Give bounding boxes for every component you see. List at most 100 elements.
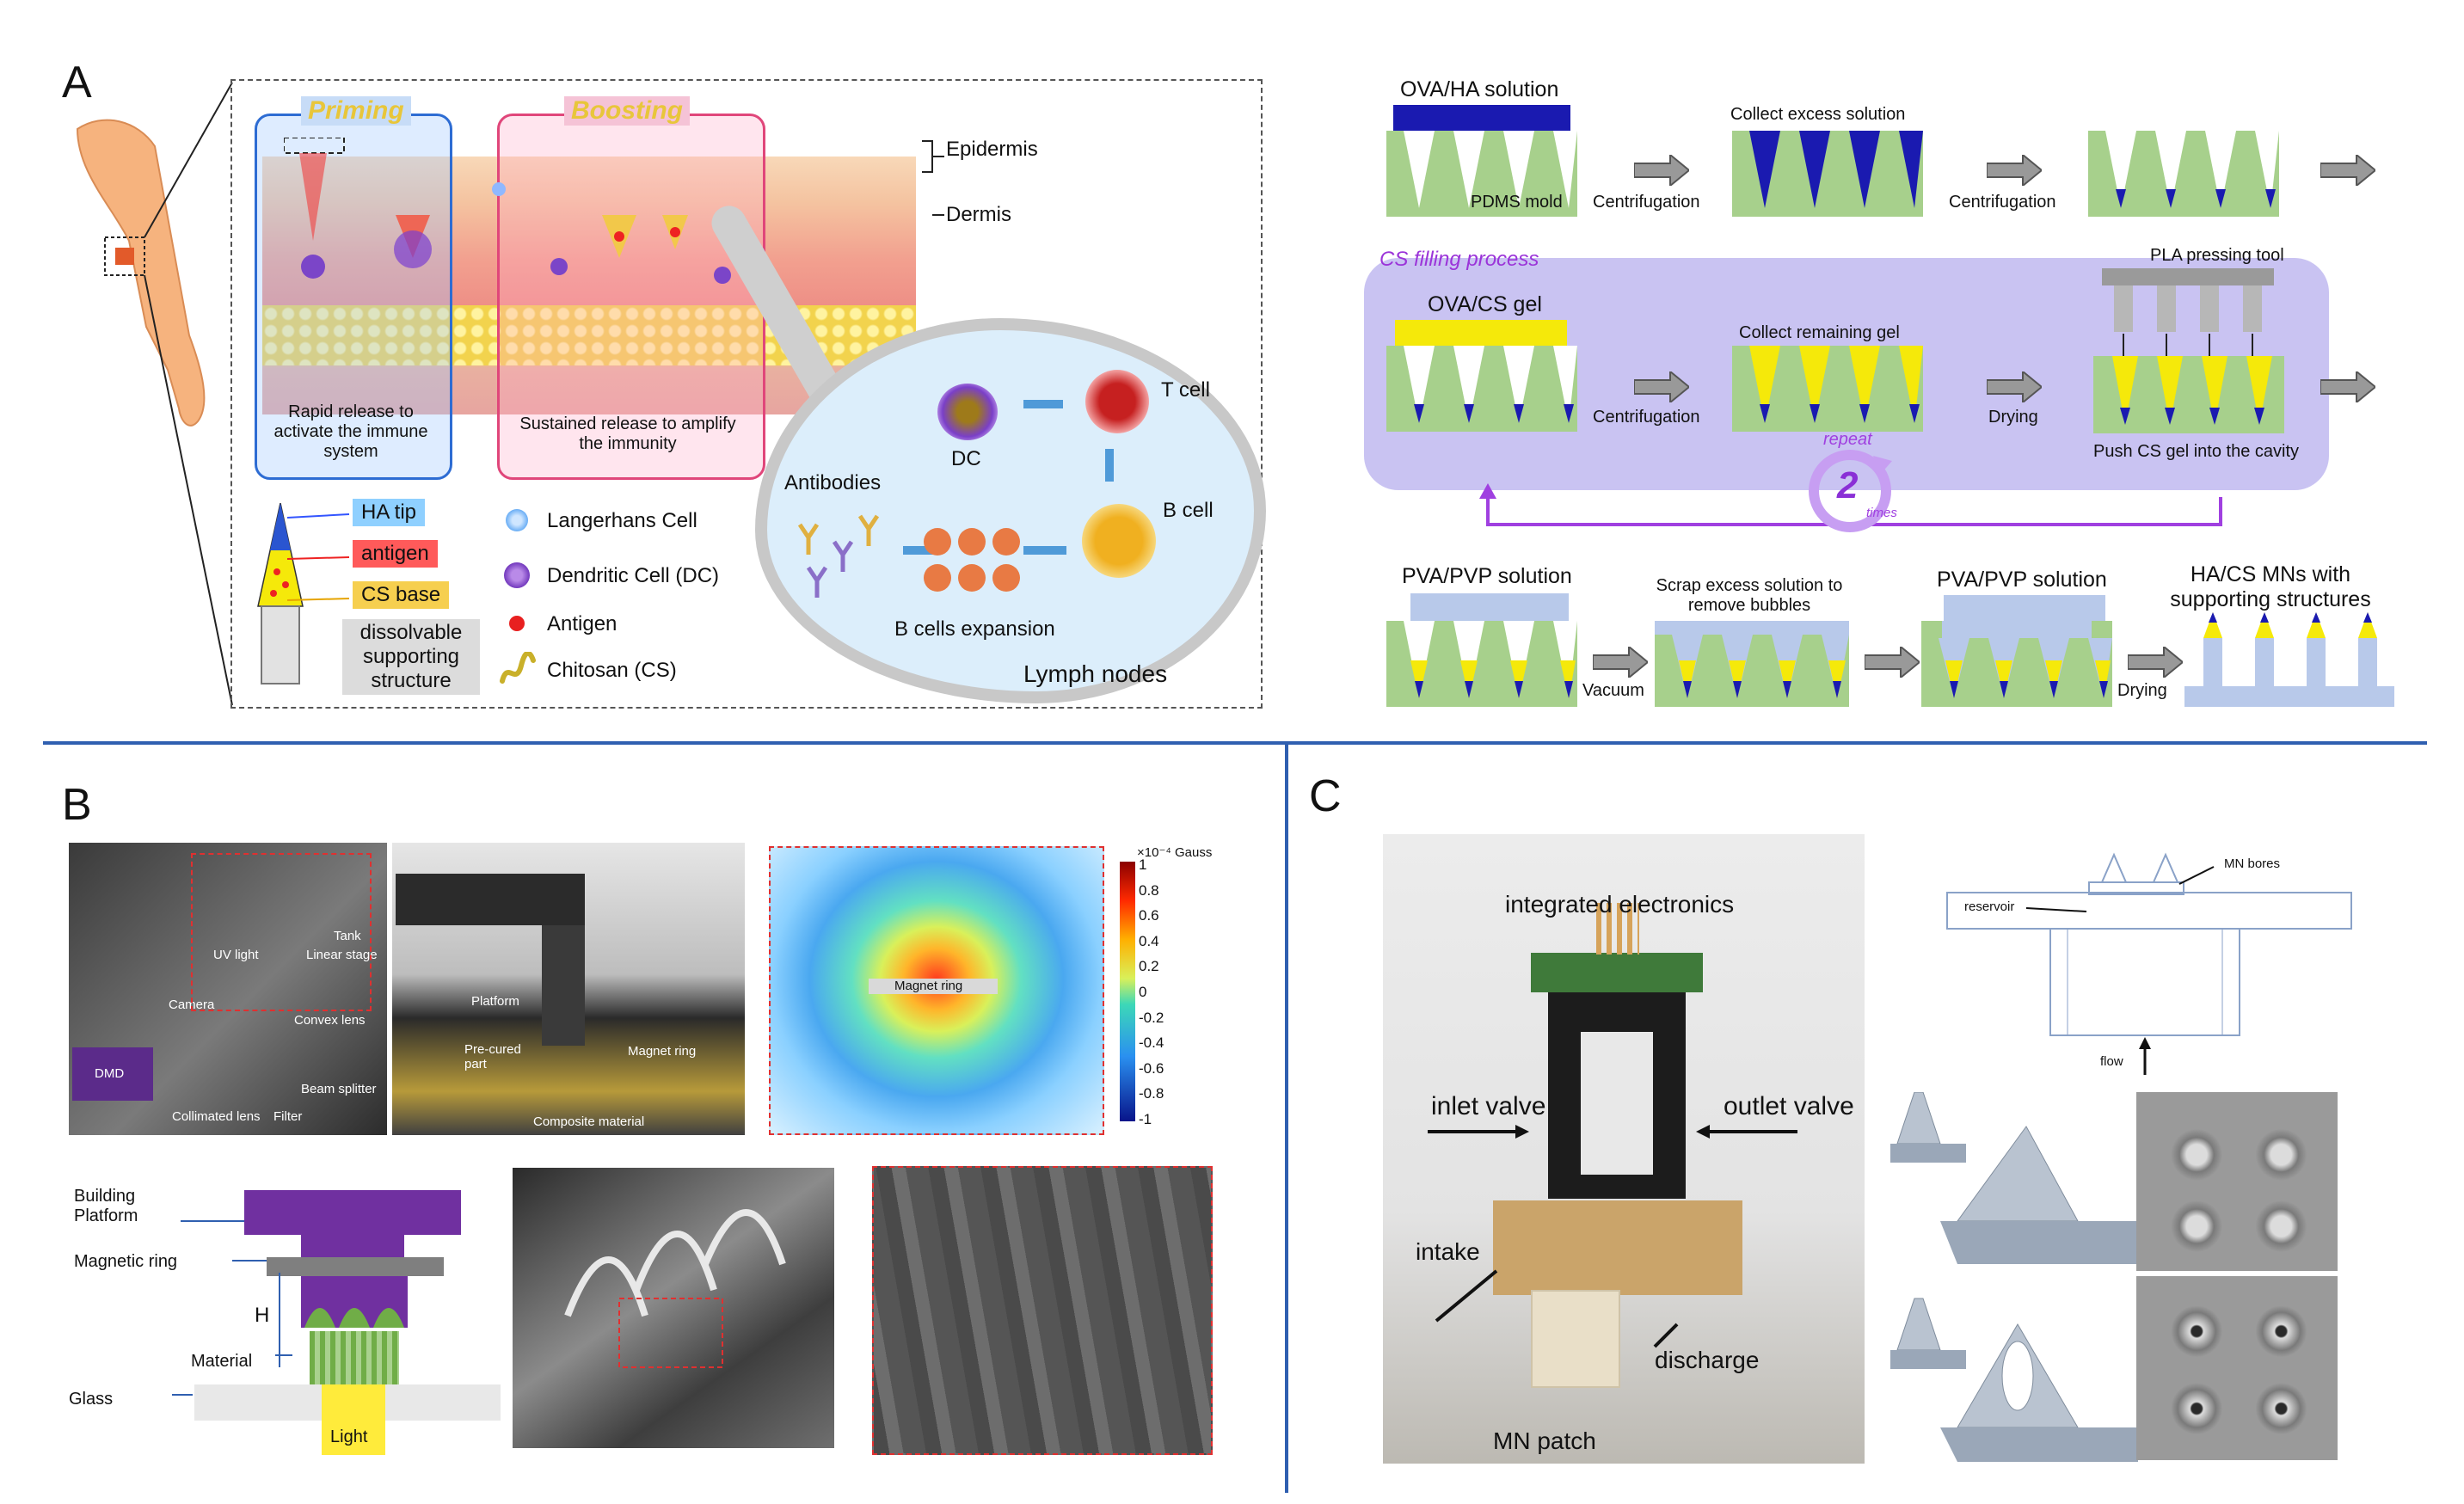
process-arrow-6: [2320, 371, 2375, 402]
pva-pvp-label-1: PVA/PVP solution: [1402, 564, 1572, 588]
composite-label: Composite material: [533, 1114, 645, 1129]
magnet-ring-field-label: Magnet ring: [894, 979, 963, 993]
device-pins: [1596, 903, 1639, 955]
centrifugation-1: Centrifugation: [1593, 193, 1700, 212]
antibodies-label: Antibodies: [784, 471, 882, 494]
light-box: [322, 1384, 385, 1455]
mold-3: [2088, 131, 2279, 217]
pdms-label: PDMS mold: [1471, 193, 1563, 212]
printer-head: [396, 874, 585, 925]
dermis-label: Dermis: [946, 203, 1011, 226]
mold-1: [1386, 131, 1577, 217]
process-arrow-9: [2128, 647, 2183, 678]
dmd-box: [72, 1047, 153, 1101]
process-arrow-5: [1987, 371, 2042, 402]
printer-arm: [542, 925, 585, 1046]
zoom-box-1: [191, 853, 372, 1011]
ova-ha-bar: [1393, 105, 1570, 132]
panel-a-box: [230, 79, 1263, 709]
mold-6: [2093, 356, 2284, 433]
colorbar-tick: 0: [1139, 984, 1147, 1000]
antigen-icon: [509, 616, 525, 631]
process-arrow-4: [1634, 371, 1689, 402]
beam-label: Beam splitter: [301, 1082, 377, 1096]
skin-microneedles: [284, 138, 731, 284]
vacuum-label: Vacuum: [1582, 681, 1644, 700]
horizontal-separator: [43, 741, 2427, 745]
legend-microneedle: [257, 503, 304, 684]
t-cell-icon: [1085, 370, 1149, 433]
panel-label-c: C: [1309, 771, 1342, 821]
lymph-nodes-label: Lymph nodes: [1023, 660, 1168, 687]
dc-cell-icon: [937, 384, 998, 440]
pva-pvp-label-2: PVA/PVP solution: [1937, 568, 2107, 592]
process-arrow-2: [1987, 155, 2042, 186]
convex-label: Convex lens: [294, 1013, 366, 1028]
boosting-box: [497, 114, 765, 480]
device-window: [1581, 1032, 1653, 1175]
repeat-cycle-icon: [1809, 450, 1892, 532]
magnet-ring-label: Magnet ring: [628, 1044, 697, 1059]
dc-label: DC: [951, 447, 981, 470]
legend-support: dissolvable supporting structure: [342, 619, 480, 695]
arm-illustration: [76, 119, 206, 427]
colorbar-tick: -0.4: [1139, 1034, 1164, 1052]
layer-bracket: [922, 140, 944, 216]
legend-langerhans: Langerhans Cell: [547, 509, 697, 532]
legend-dendritic: Dendritic Cell (DC): [547, 564, 720, 587]
repeat-two: 2: [1837, 464, 1859, 506]
pva-bar-1: [1410, 593, 1569, 621]
building-platform-label: Building Platform: [74, 1187, 138, 1225]
device-base: [1493, 1200, 1742, 1295]
pla-tool: [2102, 268, 2274, 358]
panel-label-a: A: [62, 58, 92, 107]
pva-bar-2: [1944, 595, 2105, 621]
zoom-lines: [144, 82, 233, 706]
ova-ha-label: OVA/HA solution: [1400, 77, 1559, 101]
mn-patch-square: [1531, 1290, 1620, 1388]
collect-excess-label: Collect excess solution: [1730, 105, 1906, 124]
inlet-valve-label: inlet valve: [1431, 1092, 1546, 1120]
ova-cs-label: OVA/CS gel: [1428, 292, 1542, 316]
final-mn-label: HA/CS MNs with supporting structures: [2170, 562, 2371, 611]
device-pointers: [1428, 1125, 1797, 1348]
priming-title: Priming: [301, 96, 411, 126]
glass-label: Glass: [69, 1390, 114, 1409]
mold-8: [1655, 621, 1849, 707]
process-arrow-3: [2320, 155, 2375, 186]
building-platform: [244, 1190, 461, 1235]
intake-label: intake: [1416, 1238, 1480, 1265]
boosting-caption: Sustained release to amplify the immunit…: [519, 414, 736, 453]
antibody-icons: [797, 514, 880, 598]
sem-arches: [564, 1209, 786, 1368]
magnet-ring-bar: [869, 979, 998, 994]
pre-cured-label: Pre-cured part: [464, 1042, 521, 1071]
material-label: Material: [191, 1352, 253, 1371]
b-expansion-label: B cells expansion: [894, 617, 1055, 641]
drying-2: Drying: [2117, 681, 2167, 700]
sem-image-2: [872, 1166, 1213, 1455]
legend-antigen-item: Antigen: [547, 612, 618, 635]
colorbar-unit: ×10⁻⁴ Gauss: [1137, 845, 1213, 860]
centrifugation-3: Centrifugation: [1593, 408, 1700, 427]
sem-image-1: [513, 1168, 834, 1448]
outlet-valve-label: outlet valve: [1724, 1092, 1854, 1120]
t-cell-label: T cell: [1161, 378, 1210, 402]
boosting-title: Boosting: [564, 96, 690, 126]
h-label: H: [255, 1304, 270, 1327]
colorbar-tick: -0.6: [1139, 1059, 1164, 1077]
schematic-pointers: [172, 1220, 292, 1396]
legend-cs-base: CS base: [353, 581, 450, 609]
colorbar-tick: -0.8: [1139, 1085, 1164, 1102]
colorbar: [1120, 862, 1135, 1121]
mold-9: [1921, 621, 2112, 707]
filter-label: Filter: [273, 1109, 303, 1124]
platform-label: Platform: [471, 994, 519, 1009]
printed-mn: [301, 1276, 408, 1328]
light-label: Light: [330, 1427, 368, 1446]
reservoir-label: reservoir: [1964, 899, 2015, 914]
tank-label: Tank: [334, 929, 361, 943]
legend-arrows: [286, 513, 350, 601]
sem-mn-array-1: [2136, 1092, 2338, 1271]
colorbar-tick: 0.2: [1139, 958, 1159, 975]
